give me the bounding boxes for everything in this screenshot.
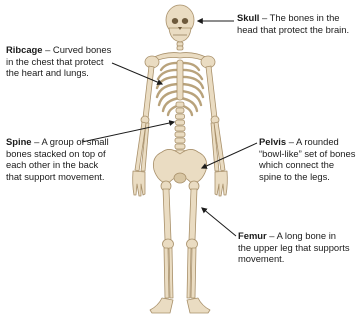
pelvis-arrow <box>202 143 257 168</box>
spine-separator: – <box>32 136 42 147</box>
femur-bones <box>161 181 199 240</box>
pelvis-term: Pelvis <box>259 136 286 147</box>
spine-term: Spine <box>6 136 32 147</box>
femur-arrow <box>202 208 236 236</box>
skull-bone <box>166 5 194 42</box>
spine-label: Spine – A group of small bones stacked o… <box>6 136 110 182</box>
pelvis-separator: – <box>286 136 296 147</box>
femur-term: Femur <box>238 230 267 241</box>
femur-separator: – <box>267 230 277 241</box>
femur-label: Femur – A long bone in the upper leg tha… <box>238 230 350 265</box>
skull-term: Skull <box>237 12 259 23</box>
ribcage-term: Ribcage <box>6 44 42 55</box>
spine-vertebrae <box>175 102 185 155</box>
skull-separator: – <box>259 12 269 23</box>
skull-label: Skull – The bones in the head that prote… <box>237 12 357 35</box>
skeleton-figure <box>133 5 228 313</box>
ribcage-separator: – <box>42 44 52 55</box>
ribcage-label: Ribcage – Curved bones in the chest that… <box>6 44 116 79</box>
pelvis-label: Pelvis – A rounded “bowl-like” set of bo… <box>259 136 359 182</box>
